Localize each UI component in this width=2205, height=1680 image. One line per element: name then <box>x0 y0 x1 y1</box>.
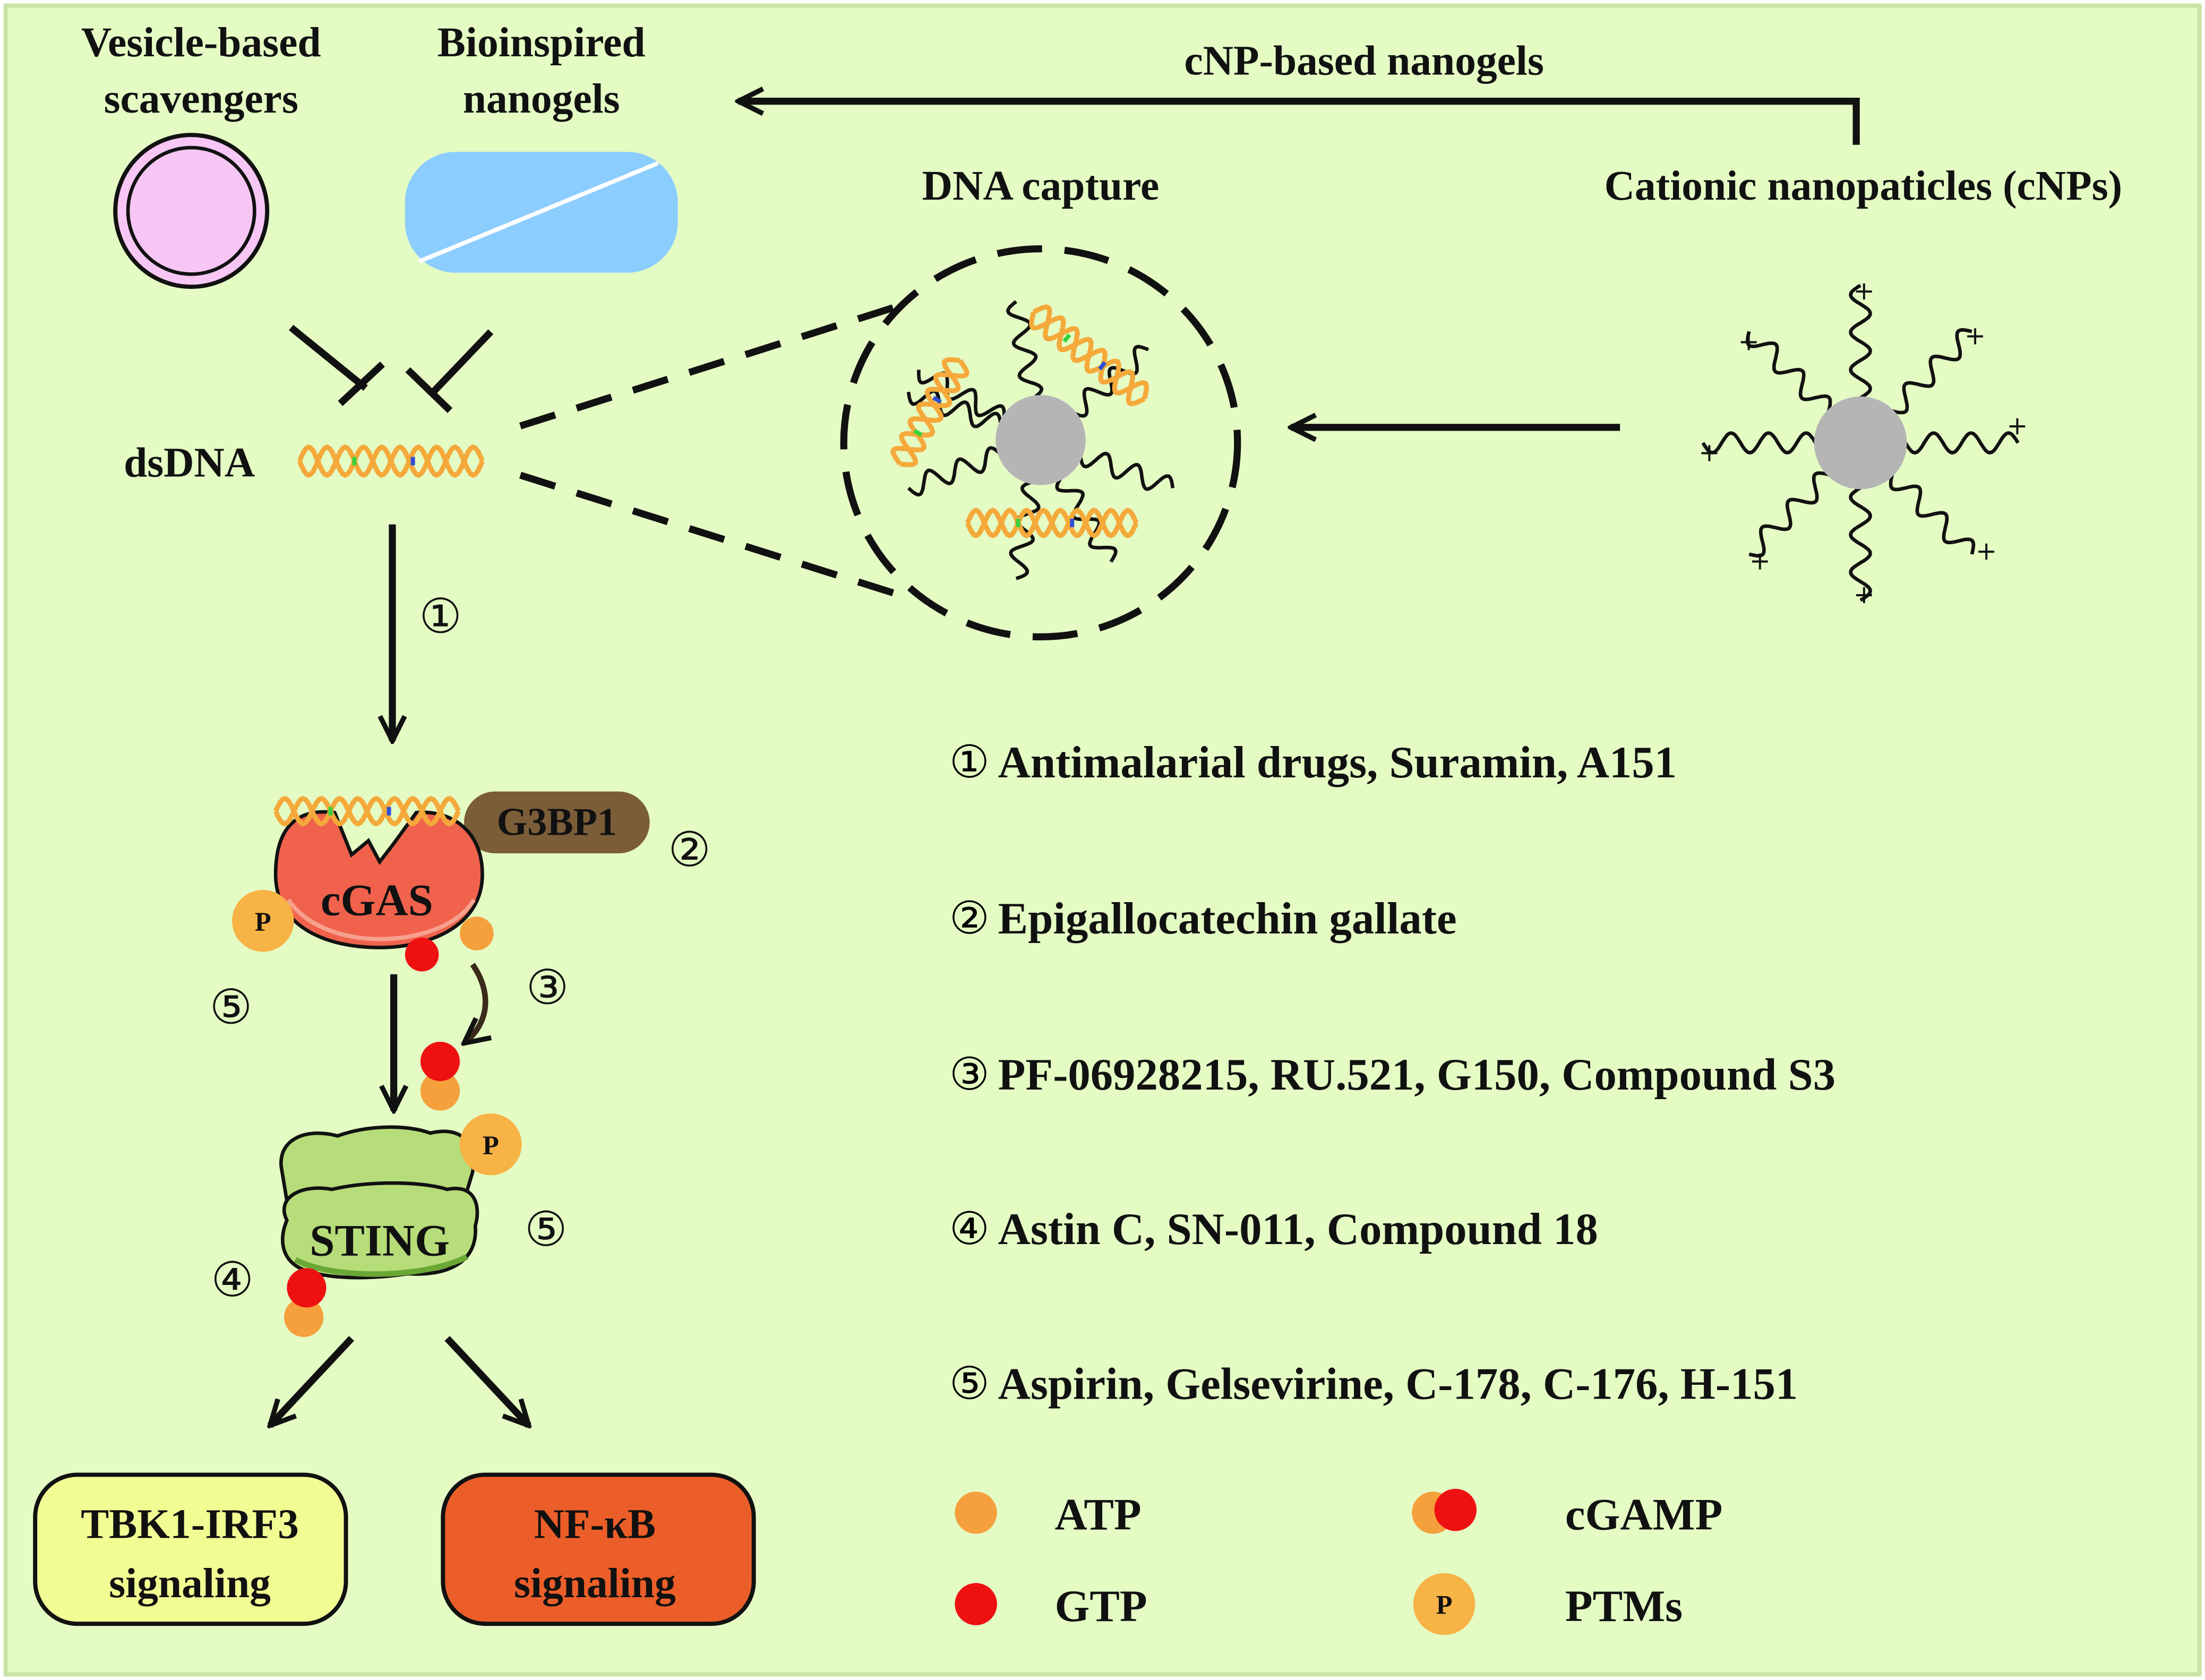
nanogel-label-2: nanogels <box>463 75 620 122</box>
sting-label: STING <box>310 1215 450 1265</box>
svg-text:NF-κB: NF-κB <box>534 1501 656 1548</box>
svg-text:+: + <box>1699 438 1720 467</box>
legend-atp-icon <box>955 1492 997 1534</box>
sting-icon: STING <box>279 1125 479 1280</box>
cgamp-icon <box>420 1041 460 1111</box>
background-panel <box>3 3 2202 1677</box>
svg-text:+: + <box>1976 537 1997 566</box>
zoom-lines <box>519 303 898 597</box>
dna-capture-icon <box>840 245 1241 641</box>
svg-text:signaling: signaling <box>514 1560 676 1607</box>
dna-capture-label: DNA capture <box>922 162 1160 209</box>
svg-text:+: + <box>1738 327 1760 356</box>
atp-icon <box>460 916 494 950</box>
svg-text:+: + <box>2007 412 2028 441</box>
nanogel-label: Bioinspired <box>437 19 646 66</box>
dsdna-label: dsDNA <box>124 440 255 486</box>
ptm-p-icon: P <box>232 889 294 952</box>
g3bp1-label: G3BP1 <box>497 801 617 844</box>
legend: ATP GTP cGAMP P PTMs <box>955 1488 1723 1635</box>
step-marker-3: ③ <box>526 959 569 1015</box>
tbk1-box: TBK1-IRF3 signaling <box>33 1472 348 1626</box>
cnp-nanogel-label: cNP-based nanogels <box>1184 37 1544 84</box>
vesicle-label-2: scavengers <box>104 75 298 122</box>
step-marker-4: ④ <box>211 1252 254 1308</box>
ptm-p-icon-sting: P <box>460 1113 522 1176</box>
legend-atp-label: ATP <box>1054 1490 1141 1540</box>
step-marker-5a: ⑤ <box>210 980 253 1035</box>
cgas-label: cGAS <box>321 876 433 925</box>
svg-text:signaling: signaling <box>109 1560 271 1607</box>
arrow-sting-nfkb <box>444 1336 529 1426</box>
legend-gtp-icon <box>955 1583 997 1625</box>
cnp-nanogel-arrow <box>739 101 1860 145</box>
step-marker-2: ② <box>668 822 711 878</box>
nfkb-box: NF-κB signaling <box>441 1472 756 1626</box>
cgas-complex: G3BP1 cGAS <box>273 791 650 949</box>
gtp-icon <box>405 938 439 972</box>
arrow-cgamp-synthesis <box>464 963 485 1043</box>
step-marker-5b: ⑤ <box>525 1202 568 1257</box>
vesicle-icon <box>113 133 270 289</box>
legend-cgamp-label: cGAMP <box>1565 1490 1723 1540</box>
svg-text:+: + <box>1854 580 1875 610</box>
legend-ptm-icon <box>1413 1573 1475 1635</box>
legend-gtp-label: GTP <box>1054 1581 1147 1631</box>
inhibition-icon <box>289 324 494 413</box>
dsdna-icon <box>297 444 485 478</box>
svg-text:+: + <box>1964 322 1986 351</box>
svg-text:+: + <box>1854 277 1875 306</box>
svg-text:P: P <box>483 1130 499 1160</box>
cgamp-bound-icon <box>284 1268 327 1337</box>
step-marker-1: ① <box>419 588 462 644</box>
cationic-nanoparticle-icon: + + + + + + + + <box>1699 277 2028 610</box>
svg-text:+: + <box>1749 546 1771 576</box>
svg-text:P: P <box>1436 1590 1453 1620</box>
svg-text:P: P <box>255 907 271 937</box>
legend-ptms-label: PTMs <box>1565 1581 1683 1631</box>
nanogel-icon <box>405 151 678 273</box>
arrow-sting-tbk1 <box>270 1336 354 1426</box>
vesicle-label: Vesicle-based <box>81 19 321 66</box>
cnp-label: Cationic nanopaticles (cNPs) <box>1605 162 2122 209</box>
svg-text:TBK1-IRF3: TBK1-IRF3 <box>81 1501 299 1548</box>
